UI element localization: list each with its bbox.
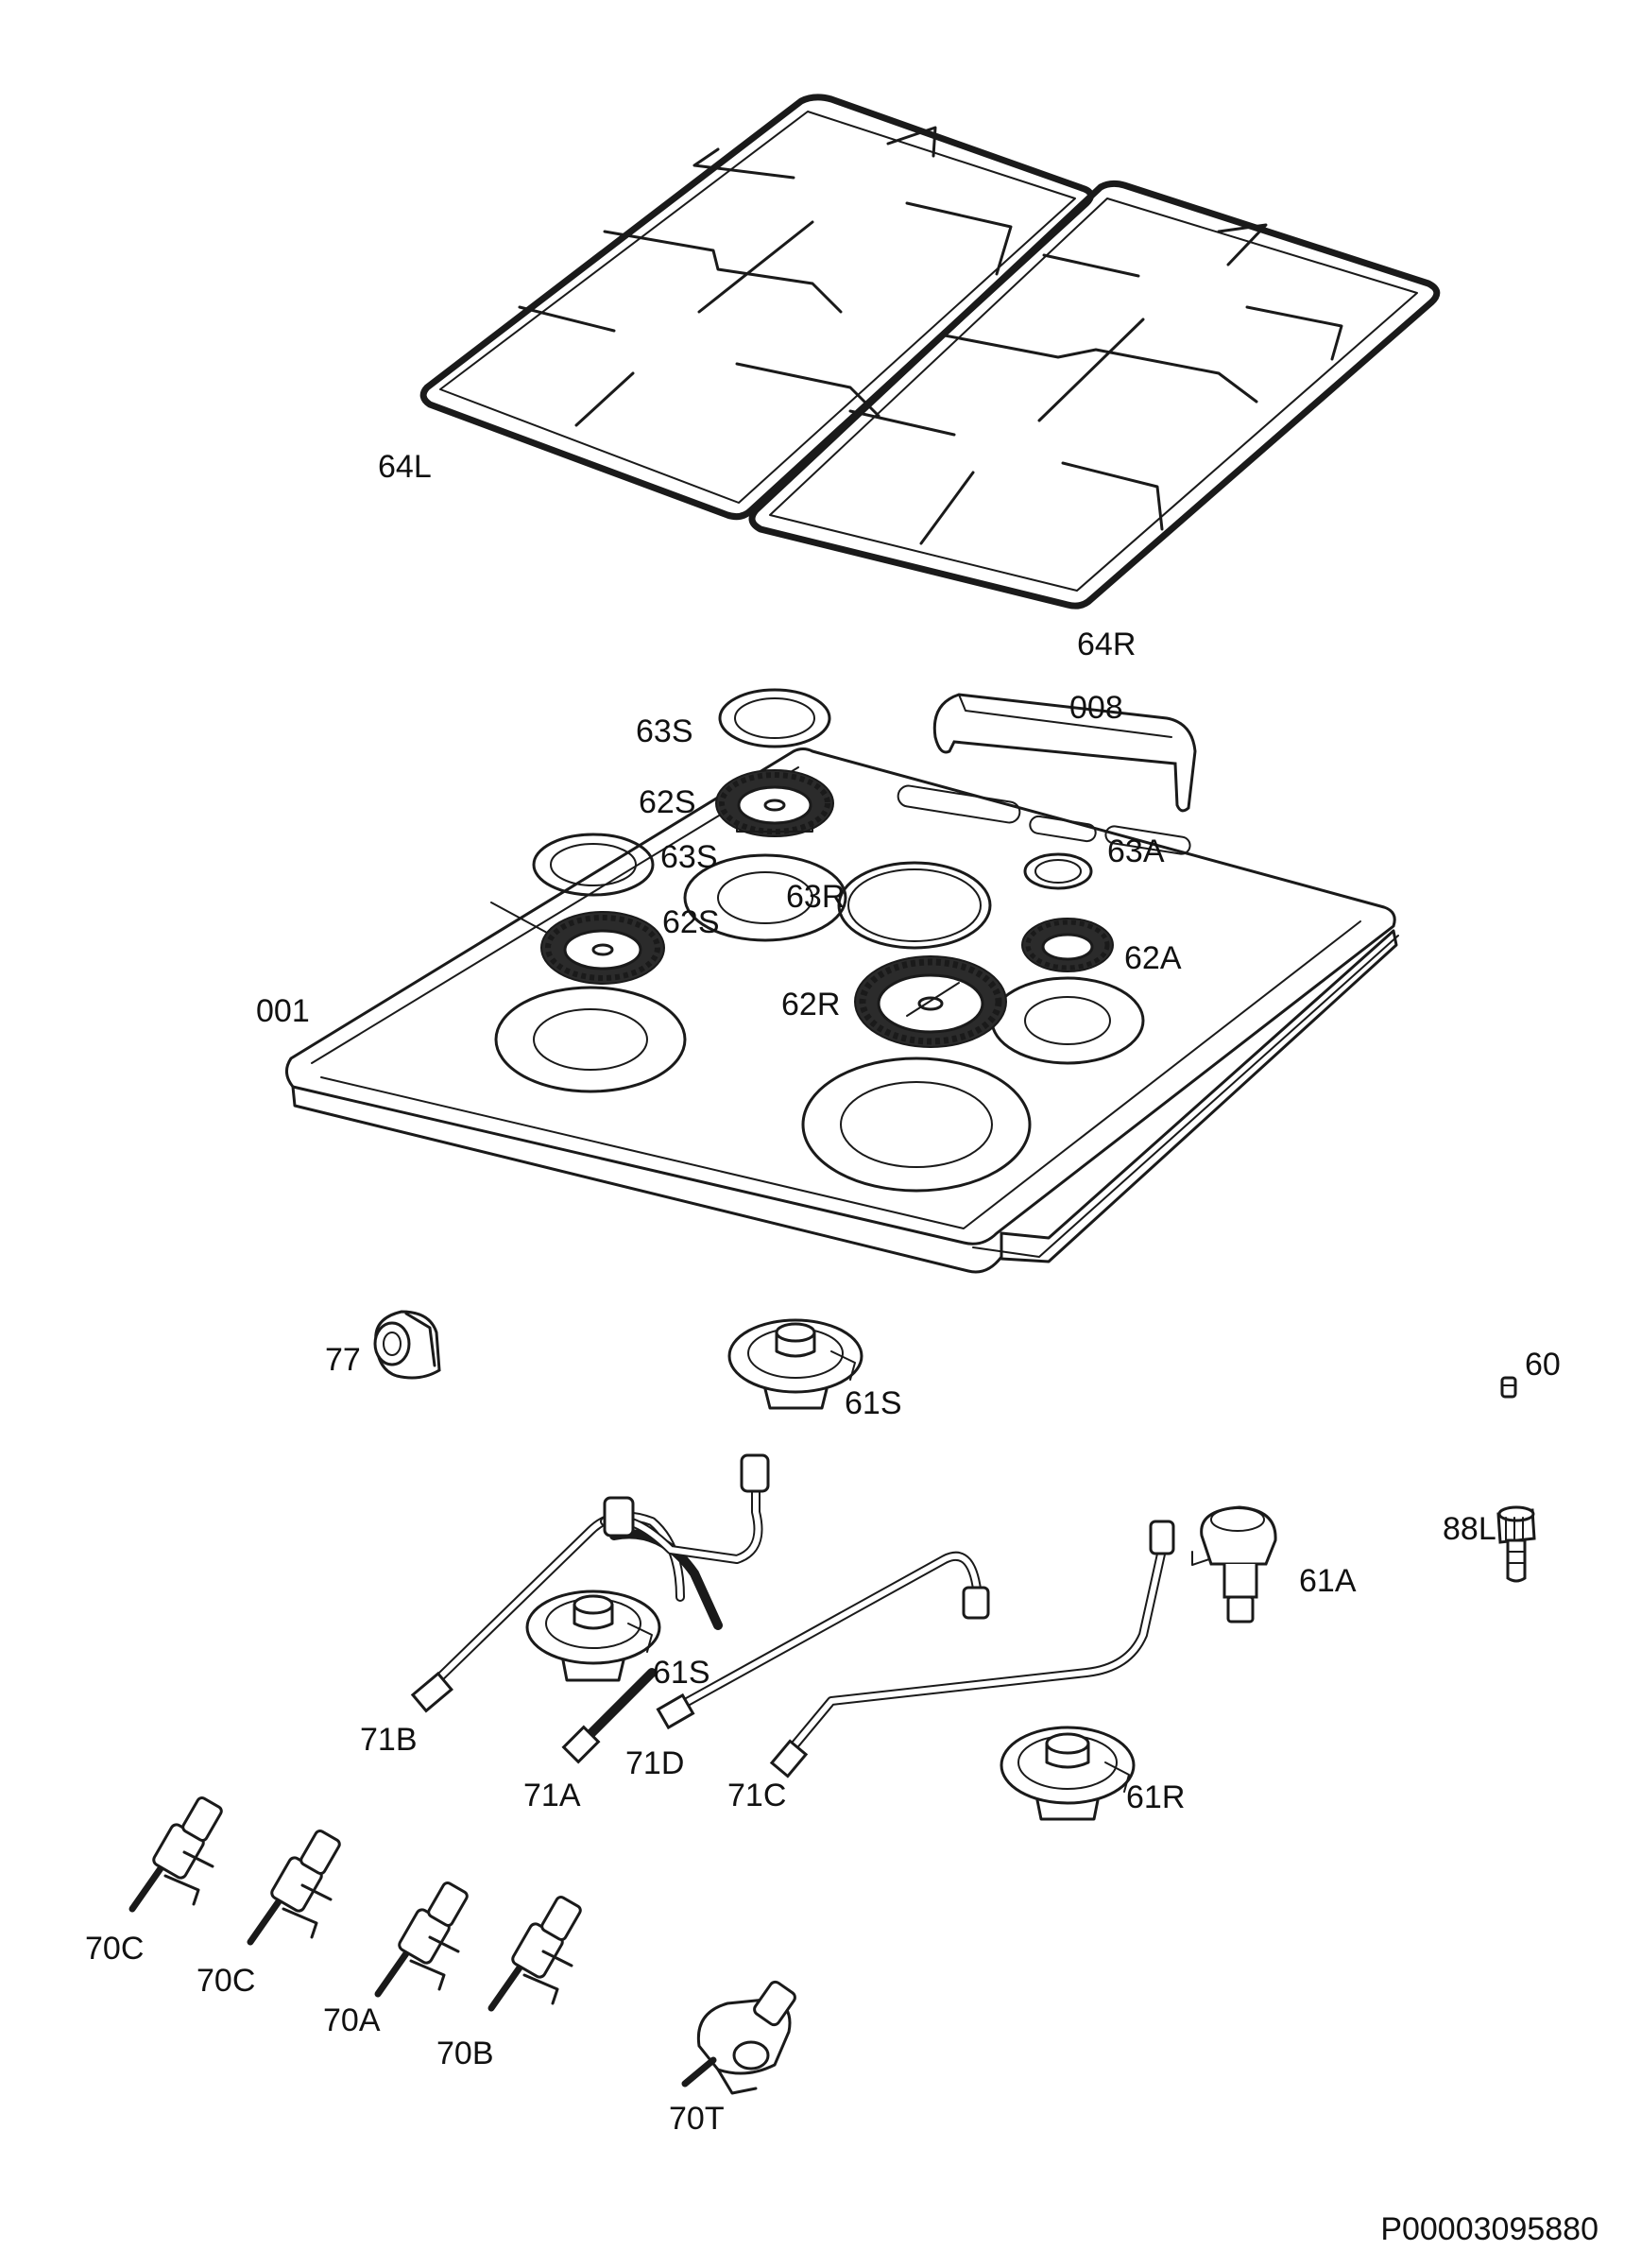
label-62S-left: 62S	[662, 904, 720, 940]
gas-pipe-a-drawing	[561, 1453, 770, 1764]
label-61R: 61R	[1126, 1779, 1185, 1815]
label-71B: 71B	[360, 1722, 418, 1758]
label-63A: 63A	[1107, 833, 1165, 869]
label-001: 001	[256, 993, 310, 1029]
pan-support-right-drawing	[748, 180, 1441, 610]
gas-tap-c-first-drawing	[128, 1796, 223, 1913]
label-63S-left: 63S	[660, 839, 718, 875]
label-64R: 64R	[1077, 627, 1136, 662]
label-70B: 70B	[436, 2036, 494, 2071]
label-63R: 63R	[786, 879, 845, 915]
burner-base-auxiliary-drawing	[1191, 1505, 1277, 1624]
label-62R: 62R	[781, 987, 840, 1022]
label-70C-first: 70C	[85, 1931, 144, 1967]
gas-pipe-c-drawing	[769, 1520, 1175, 1778]
label-61S-upper: 61S	[845, 1385, 902, 1421]
label-62S-rear: 62S	[639, 784, 696, 820]
gas-pipe-d-drawing	[656, 1551, 990, 1730]
label-61A: 61A	[1299, 1563, 1357, 1599]
label-71D: 71D	[625, 1745, 684, 1781]
burner-crown-small-left-drawing	[540, 911, 665, 985]
label-71A: 71A	[523, 1778, 581, 1813]
burner-cap-small-left-drawing	[532, 833, 655, 897]
rear-trim-profile-drawing	[932, 693, 1197, 813]
burner-crown-rapid-drawing	[854, 955, 1007, 1048]
label-70C-second: 70C	[197, 1963, 255, 1999]
burner-base-small-upper-drawing	[727, 1318, 863, 1410]
burner-cap-rapid-drawing	[837, 861, 992, 950]
label-62A: 62A	[1124, 940, 1182, 976]
label-71C: 71C	[727, 1778, 786, 1813]
label-64L: 64L	[378, 449, 432, 485]
burner-crown-auxiliary-drawing	[1021, 918, 1114, 972]
label-70T: 70T	[669, 2101, 725, 2137]
label-61S-lower: 61S	[653, 1655, 710, 1691]
burner-base-small-lower-drawing	[525, 1589, 661, 1682]
hob-top-panel-drawing	[285, 747, 1399, 1274]
burner-cap-small-rear-drawing	[718, 688, 831, 748]
document-id: P00003095880	[1380, 2211, 1598, 2247]
burner-base-rapid-drawing	[1000, 1726, 1136, 1821]
label-60: 60	[1525, 1347, 1561, 1383]
part-labels: 64L 64R 63S 008 62S 63S 63A 63R 62S 62A …	[85, 449, 1598, 2247]
gas-tap-c-second-drawing	[247, 1830, 341, 1946]
label-63S-rear: 63S	[636, 713, 693, 749]
gas-thermostat-tap-drawing	[681, 1980, 796, 2095]
gas-tap-a-drawing	[374, 1881, 469, 1998]
burner-crown-small-rear-drawing	[715, 769, 834, 837]
label-88L: 88L	[1443, 1511, 1496, 1547]
gas-tap-b-drawing	[487, 1896, 582, 2012]
knob-bezel-drawing	[373, 1310, 441, 1380]
label-77: 77	[325, 1342, 361, 1378]
label-70A: 70A	[323, 2002, 381, 2038]
label-008: 008	[1069, 690, 1123, 726]
burner-cap-auxiliary-drawing	[1023, 852, 1093, 890]
injector-nozzle-drawing	[1500, 1376, 1517, 1399]
gas-inlet-connector-drawing	[1496, 1505, 1536, 1583]
